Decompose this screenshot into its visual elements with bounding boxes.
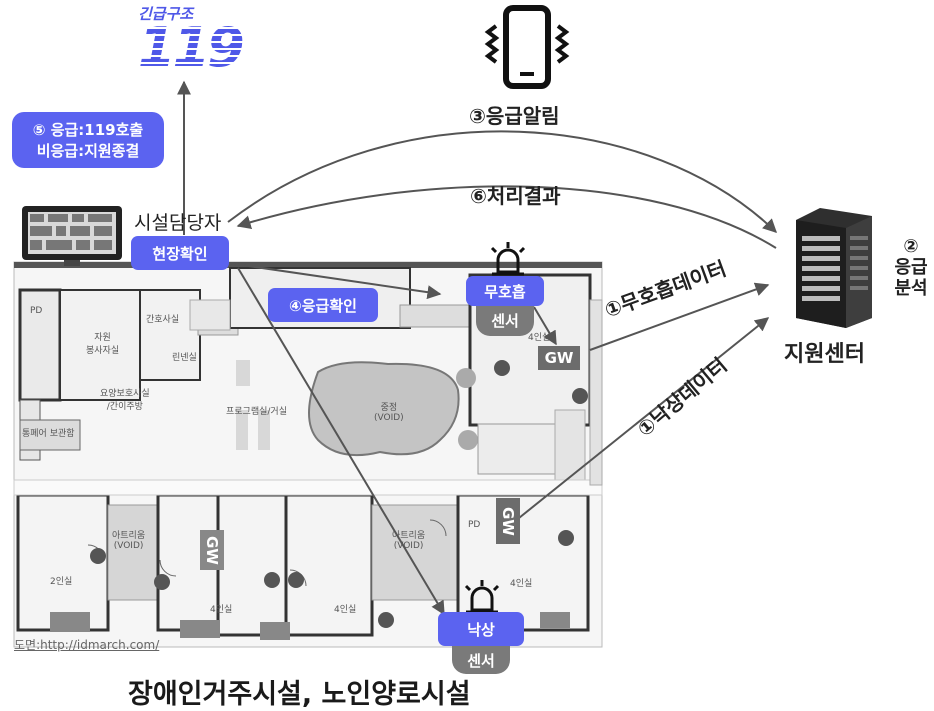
- floorplan-credit: 도면:http://idmarch.com/: [14, 638, 160, 652]
- gateway-fall-room: GW: [496, 498, 520, 544]
- arrow-to-fall: [237, 267, 445, 616]
- fall-sensor-badge: 낙상: [438, 612, 524, 646]
- support-center-label: 지원센터: [784, 342, 865, 367]
- arrow-to-breath: [227, 262, 442, 300]
- caption-title: 장애인거주시설, 노인양로시설: [128, 679, 471, 710]
- room-label-4a: 4인실: [210, 605, 233, 615]
- room-label-program: 프로그램실/거실: [226, 407, 287, 417]
- siren-icon-fall: [464, 580, 500, 614]
- room-label-pd: PD: [30, 306, 43, 316]
- room-label-care: 요양보호사실 /간이주방: [100, 389, 150, 412]
- arrow-breath-gw: [533, 306, 557, 346]
- room-label-center-void: 중정 (VOID): [374, 403, 404, 423]
- room-label-nurse: 간호사실: [146, 315, 180, 325]
- gateway-middle-room: GW: [200, 530, 224, 570]
- emergency-119-logo: 긴급구조 119: [134, 6, 264, 78]
- result-label: ⑥처리결과: [470, 184, 561, 208]
- room-label-atrium-left: 아트리움 (VOID): [112, 531, 146, 551]
- site-check-badge: 현장확인: [131, 236, 229, 270]
- analysis-line2: 분석: [894, 278, 928, 299]
- monitor-icon: [22, 206, 122, 266]
- logo-119-number: 119: [138, 21, 264, 75]
- room-label-volunteer: 자원 봉사자실: [86, 333, 120, 356]
- room-label-2: 2인실: [50, 577, 73, 587]
- logo-small-text: 긴급구조: [138, 5, 194, 23]
- room-label-4c: 4인실: [510, 579, 533, 589]
- arrow-result-arc: [236, 185, 777, 249]
- room-label-atrium-right: 아트리움 (VOID): [392, 531, 426, 551]
- room-label-pd-2: PD: [468, 520, 481, 530]
- fall-sensor-device: 센서: [452, 646, 510, 674]
- emergency-alarm-label: ③응급알림: [469, 104, 560, 128]
- call-line-nonemergency: 비응급:지원종결: [36, 142, 140, 160]
- phone-vibrate-icon: [484, 5, 570, 89]
- arrow-alarm-arc: [227, 130, 778, 233]
- breath-sensor-device: 센서: [476, 304, 534, 336]
- siren-icon-breath: [490, 242, 526, 276]
- analysis-step: ②: [903, 236, 919, 257]
- room-label-4d: 4인실: [528, 333, 551, 343]
- gateway-breath: GW: [538, 346, 580, 370]
- arrow-breath-data: [589, 282, 770, 351]
- call-decision-box: ⑤ 응급:119호출 비응급:지원종결: [12, 112, 164, 168]
- room-label-toilet: 통폐어 보관함: [22, 429, 75, 439]
- analysis-block: ② 응급 분석: [888, 236, 934, 299]
- server-rack-icon: [796, 208, 872, 328]
- breath-sensor-badge: 무호흡: [466, 276, 544, 306]
- facility-manager-label: 시설담당자: [134, 212, 222, 234]
- emergency-confirm-badge: ④응급확인: [268, 288, 378, 322]
- room-label-linen: 린넨실: [172, 353, 197, 363]
- analysis-line1: 응급: [894, 257, 928, 278]
- call-line-emergency: ⑤ 응급:119호출: [32, 121, 144, 139]
- arrow-fall-data: [513, 317, 770, 523]
- room-label-4b: 4인실: [334, 605, 357, 615]
